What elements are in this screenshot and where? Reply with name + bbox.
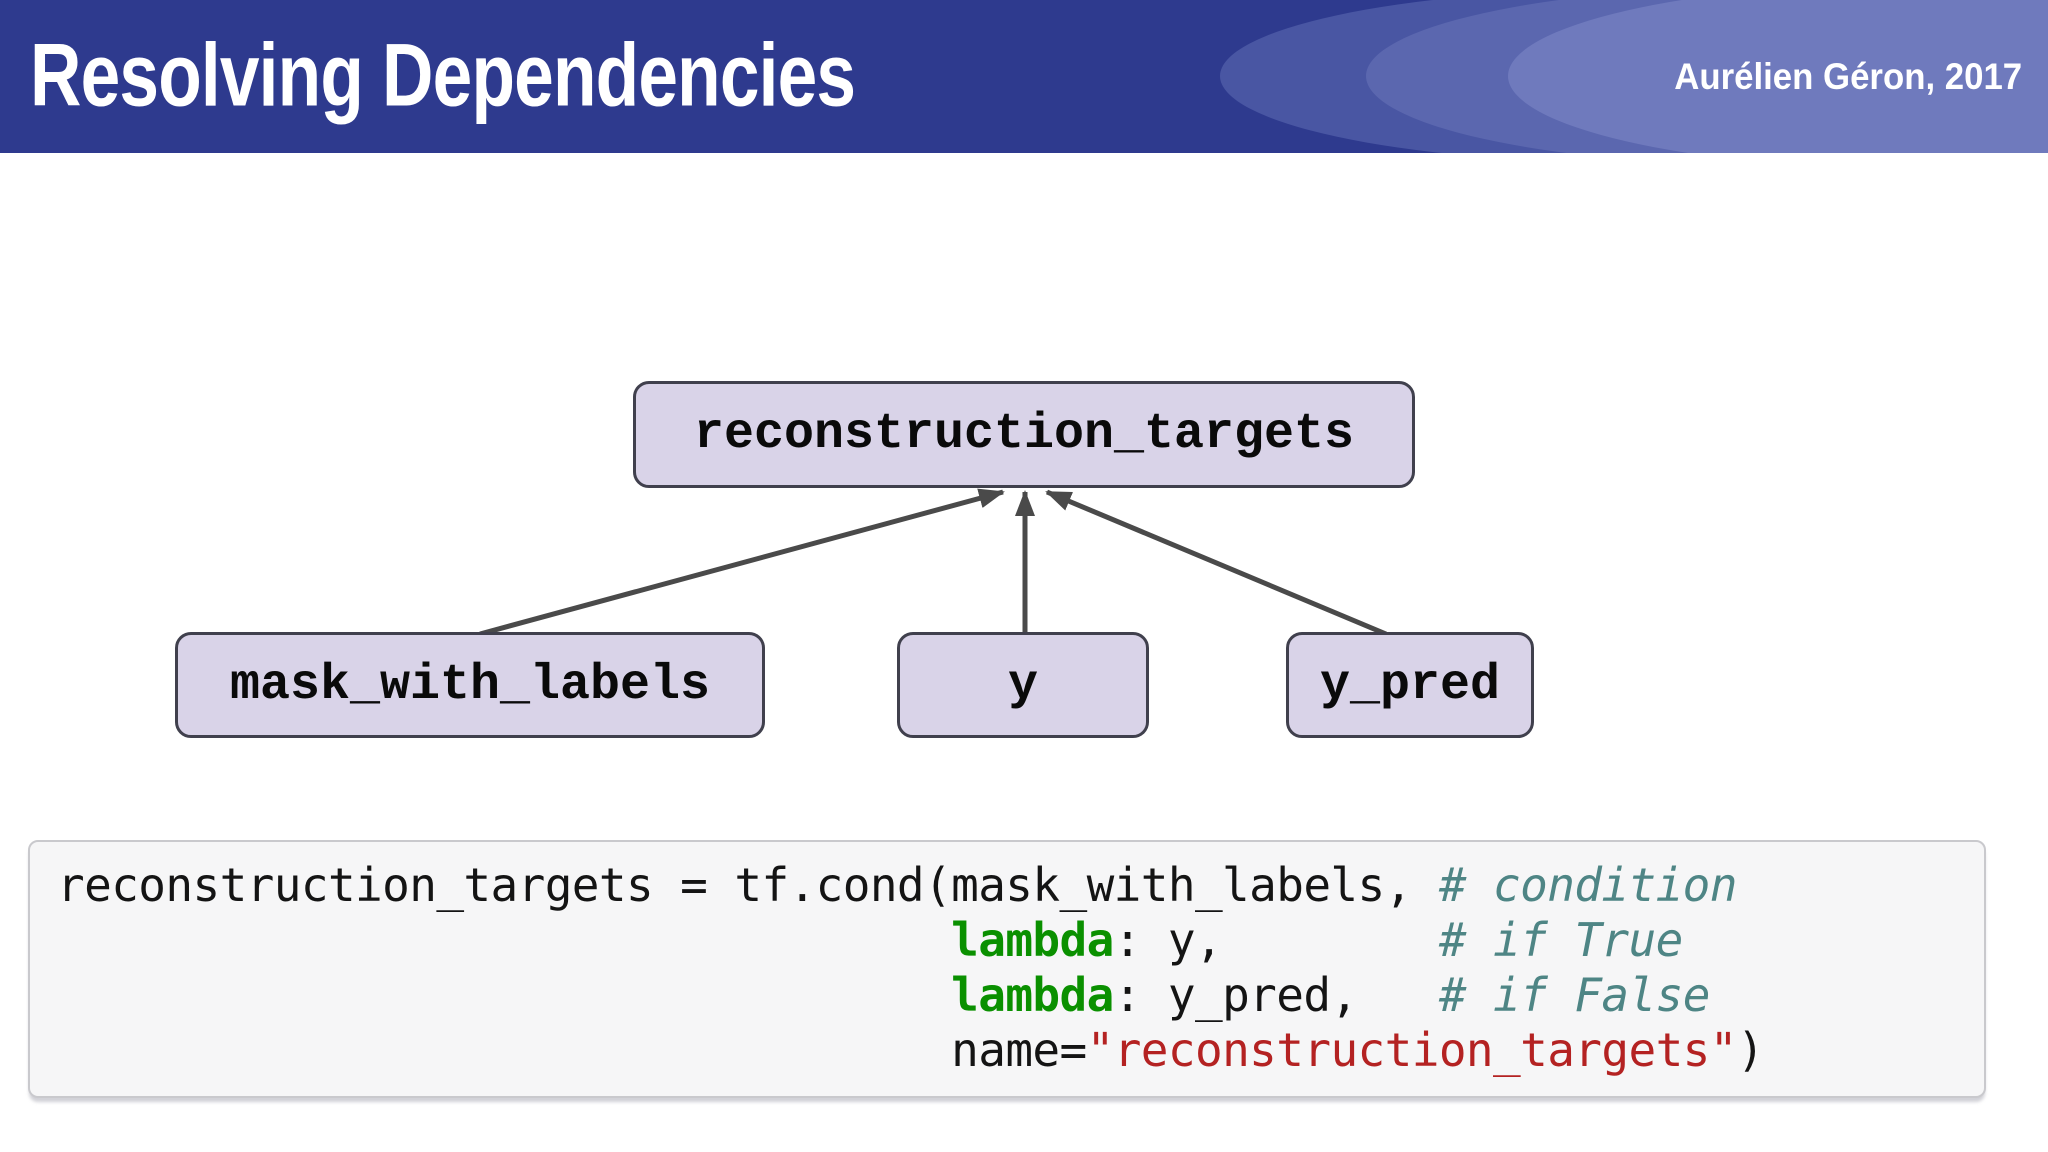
code-line-2-comment: # if True: [1438, 913, 1683, 967]
code-line-4-source: name=: [951, 1023, 1087, 1077]
page-title: Resolving Dependencies: [30, 23, 856, 124]
code-line-3-source: : y_pred,: [1113, 968, 1439, 1022]
attribution-credit: Aurélien Géron, 2017: [1674, 55, 2022, 97]
code-line-1: reconstruction_targets = tf.cond(mask_wi…: [57, 858, 1737, 912]
node-mask-with-labels: mask_with_labels: [175, 632, 765, 738]
node-reconstruction-targets: reconstruction_targets: [633, 381, 1415, 488]
header-swoosh-decoration: [1220, 0, 2048, 153]
code-line-3-keyword: lambda: [951, 968, 1114, 1022]
code-line-4: name="reconstruction_targets"): [57, 1023, 1764, 1077]
code-line-2: lambda: y, # if True: [57, 913, 1683, 967]
slide-header: Resolving Dependencies Aurélien Géron, 2…: [0, 0, 2048, 153]
node-mask-with-labels-label: mask_with_labels: [229, 656, 711, 714]
code-line-1-source: reconstruction_targets = tf.cond(mask_wi…: [57, 858, 1439, 912]
code-snippet-panel: reconstruction_targets = tf.cond(mask_wi…: [28, 840, 1986, 1098]
code-line-4-close-paren: ): [1736, 1023, 1765, 1077]
code-line-3-indent: [57, 968, 951, 1022]
code-line-3-comment: # if False: [1438, 968, 1711, 1022]
node-reconstruction-targets-label: reconstruction_targets: [693, 406, 1355, 463]
code-line-2-indent: [57, 913, 951, 967]
code-line-2-keyword: lambda: [951, 913, 1114, 967]
node-y-label: y: [1007, 656, 1038, 714]
code-line-1-comment: # condition: [1438, 858, 1738, 912]
code-snippet: reconstruction_targets = tf.cond(mask_wi…: [30, 842, 1984, 1078]
code-line-2-source: : y,: [1113, 913, 1439, 967]
node-y-pred-label: y_pred: [1319, 656, 1501, 714]
edge-ypred-to-target: [1045, 489, 1387, 637]
node-y: y: [897, 632, 1149, 738]
node-y-pred: y_pred: [1286, 632, 1534, 738]
code-line-3: lambda: y_pred, # if False: [57, 968, 1710, 1022]
code-line-4-indent: [57, 1023, 951, 1077]
edge-mask-to-target: [479, 488, 1005, 637]
code-line-4-string: "reconstruction_targets": [1086, 1023, 1738, 1077]
